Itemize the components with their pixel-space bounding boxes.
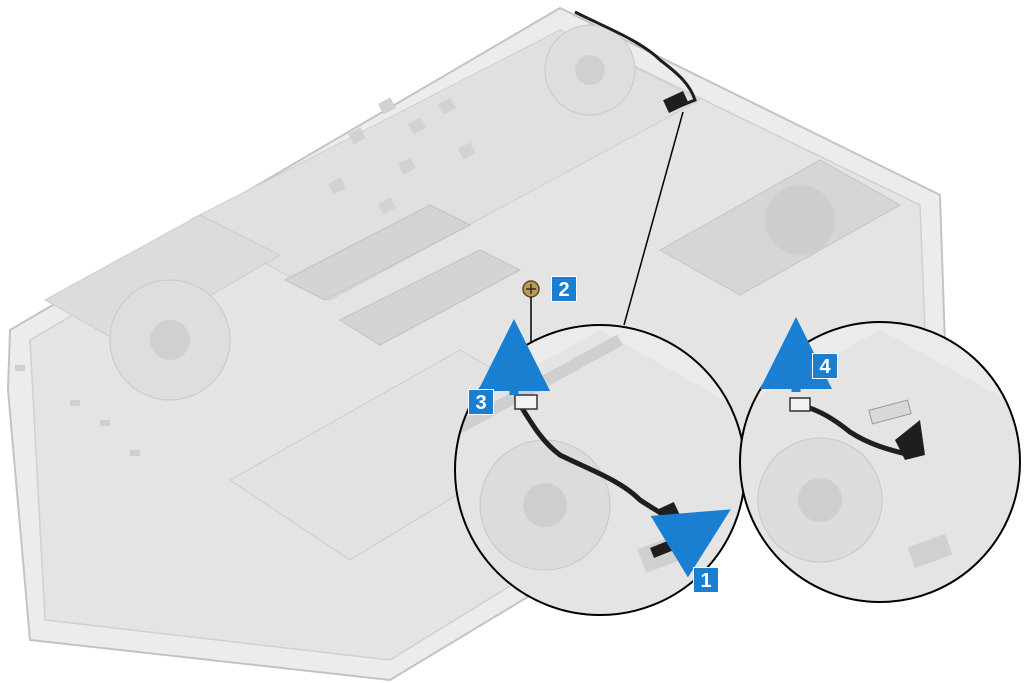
zoom-detail-b	[739, 321, 1021, 603]
laptop-chassis	[6, 6, 947, 682]
zoom-leader-line	[623, 111, 684, 326]
step-callout-1: 1	[693, 567, 719, 593]
step-callout-3: 3	[468, 389, 494, 415]
step-callout-2: 2	[551, 276, 577, 302]
screw	[522, 280, 540, 298]
disconnect-arrow-step-1	[650, 509, 731, 578]
dc-in-cable	[574, 10, 697, 110]
step-callout-4: 4	[812, 353, 838, 379]
